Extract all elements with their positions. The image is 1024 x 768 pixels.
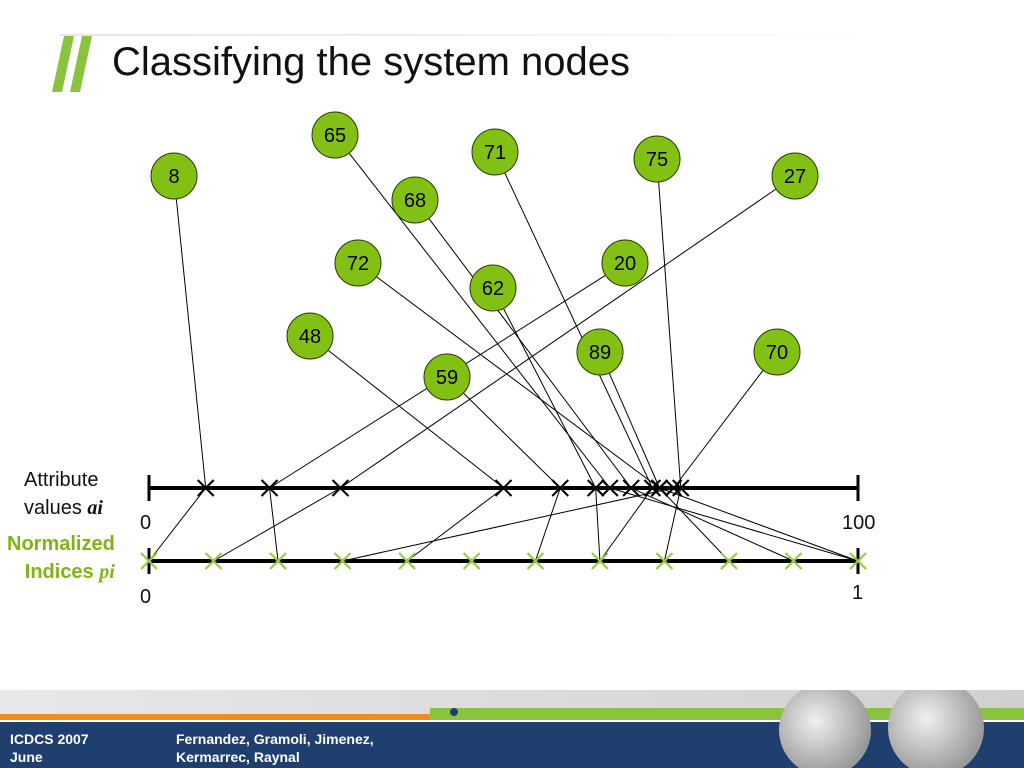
node-links	[148, 152, 859, 562]
node-link-line	[608, 372, 660, 489]
node-link-line	[340, 188, 777, 489]
node-link-line	[673, 370, 764, 489]
node-index-link-line	[269, 487, 279, 562]
index-cross-marker	[526, 552, 545, 570]
node-label: 8	[168, 166, 179, 188]
index-cross-marker	[720, 552, 738, 570]
node-label: 62	[482, 278, 504, 300]
index-cross-marker	[784, 552, 803, 570]
index-cross-marker	[269, 552, 287, 570]
node-label: 71	[484, 142, 506, 164]
node-index-link-line	[663, 487, 682, 562]
index-cross-marker	[849, 552, 867, 570]
node-label: 59	[436, 367, 458, 389]
node-index-link-line	[609, 487, 859, 562]
node-circle: 65	[311, 111, 359, 159]
node-link-line	[428, 218, 632, 489]
attribute-axis-max-label: 100	[842, 512, 876, 534]
attribute-cross-marker	[672, 479, 690, 497]
node-index-link-line	[599, 487, 653, 562]
footer-conference: ICDCS 2007 June	[10, 731, 89, 765]
attribute-cross-marker	[586, 479, 605, 497]
node-label: 72	[347, 253, 369, 275]
footer-authors: Fernandez, Gramoli, Jimenez, Kermarrec, …	[176, 731, 374, 765]
index-axis-max-label: 1	[852, 582, 864, 604]
node-label: 68	[404, 190, 426, 212]
node-link-line	[376, 276, 660, 489]
node-label: 75	[646, 149, 668, 171]
attribute-cross-marker	[643, 479, 662, 497]
node-circle: 8	[150, 152, 198, 200]
node-index-link-line	[342, 487, 674, 562]
node-label: 48	[299, 326, 321, 348]
attribute-cross-marker	[260, 479, 279, 497]
normalized-indices-label: Normalized Indices pi	[7, 533, 115, 583]
attribute-axis-min-label: 0	[140, 512, 152, 534]
attribute-cross-marker	[622, 479, 640, 497]
attribute-cross-marker	[331, 479, 350, 497]
node-index-link-line	[148, 487, 207, 562]
node-circle: 72	[334, 239, 382, 287]
attribute-cross-marker	[601, 479, 619, 497]
index-cross-marker	[591, 552, 609, 570]
slash-logo-icon	[52, 36, 92, 92]
slide-title: Classifying the system nodes	[112, 40, 631, 84]
node-circle: 48	[286, 312, 334, 360]
node-circle: 20	[601, 239, 649, 287]
attribute-cross-marker	[650, 479, 669, 497]
node-circle: 70	[753, 328, 801, 376]
index-axis-min-label: 0	[140, 586, 152, 608]
node-index-link-line	[595, 487, 601, 562]
node-link-line	[175, 198, 207, 489]
node-link-line	[463, 392, 561, 489]
attribute-values-label: Attribute values ai	[24, 469, 103, 519]
node-link-line	[503, 308, 597, 489]
index-cross-marker	[204, 552, 223, 570]
title-rule	[60, 34, 900, 36]
node-link-line	[348, 152, 611, 489]
node-label: 20	[614, 253, 636, 275]
node-circle: 68	[391, 176, 439, 224]
index-cross-marker	[140, 552, 158, 570]
node-circle: 89	[576, 328, 624, 376]
node-circle: 62	[469, 264, 517, 312]
axes	[140, 475, 867, 574]
index-cross-marker	[655, 552, 674, 570]
node-index-link-line	[213, 487, 341, 562]
globe-icon	[888, 690, 984, 768]
node-circle: 27	[771, 152, 819, 200]
footer-banner	[0, 690, 1024, 768]
node-link-line	[658, 181, 682, 489]
globe-icon	[779, 690, 871, 768]
node-classification-diagram: 8 65 71 75 27 68 72 20 62 48 89 70 59	[140, 111, 867, 574]
node-index-link-line	[630, 487, 794, 562]
index-cross-marker	[333, 552, 352, 570]
nodes: 8 65 71 75 27 68 72 20 62 48 89 70 59	[150, 111, 819, 401]
node-label: 89	[589, 342, 611, 364]
node-label: 65	[324, 125, 346, 147]
node-circle: 75	[633, 135, 681, 183]
attribute-cross-marker	[551, 479, 569, 497]
attribute-cross-marker	[494, 479, 513, 497]
node-circle: 59	[423, 353, 471, 401]
node-link-line	[327, 349, 504, 489]
index-cross-marker	[398, 552, 416, 570]
node-index-link-line	[659, 487, 730, 562]
index-cross-marker	[462, 552, 481, 570]
node-index-link-line	[406, 487, 504, 562]
node-link-line	[504, 172, 653, 489]
node-index-link-line	[534, 487, 561, 562]
node-index-link-line	[659, 487, 859, 562]
attribute-cross-marker	[664, 479, 683, 497]
node-label: 70	[766, 342, 788, 364]
attribute-cross-marker	[197, 479, 215, 497]
node-label: 27	[784, 166, 806, 188]
node-circle: 71	[471, 128, 519, 176]
